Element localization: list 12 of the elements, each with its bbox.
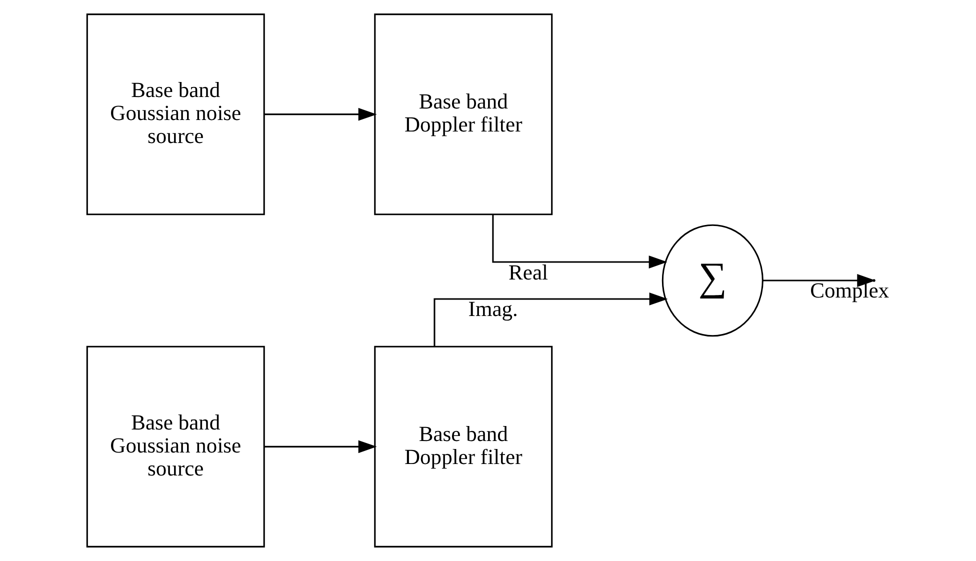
arrow [434,292,668,346]
node-box: Base band Doppler filter [374,14,553,216]
node-box: Base band Goussian noise source [86,14,265,216]
node-circle: ∑ [662,224,764,337]
edge-label: Complex [810,278,890,303]
arrow [264,108,377,121]
arrow [492,214,668,268]
edge-label: Real [508,260,548,284]
edge-label: Imag. [468,297,518,322]
node-box: Base band Goussian noise source [86,346,265,548]
node-box: Base band Doppler filter [374,346,553,548]
arrow [264,440,377,454]
